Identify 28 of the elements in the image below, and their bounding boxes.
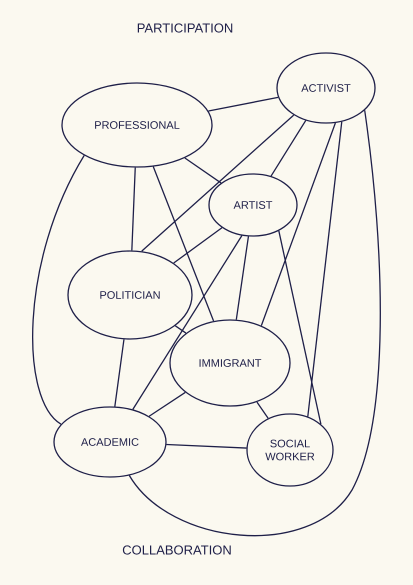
ellipse-node: ACTIVIST (276, 52, 376, 124)
ellipse-node: SOCIAL WORKER (246, 413, 334, 487)
connector-line (236, 236, 250, 320)
connector-line (32, 155, 85, 425)
connector-line (260, 122, 336, 326)
connector-line (152, 166, 214, 322)
connector-line (173, 227, 222, 264)
ellipse-node: ACADEMIC (53, 406, 167, 478)
connector-line (174, 325, 186, 334)
connector-line (208, 96, 278, 112)
connector-line (166, 444, 246, 449)
connector-line (141, 114, 294, 252)
ellipse-node: ARTIST (208, 173, 298, 237)
connector-line (184, 157, 222, 184)
connector-line (131, 168, 136, 250)
connector-line (278, 230, 322, 424)
ellipse-node: POLITICIAN (67, 250, 193, 340)
connector-line (148, 392, 186, 417)
connector-line (132, 235, 242, 410)
heading: PARTICIPATION (138, 23, 232, 33)
connector-line (307, 122, 342, 417)
caption: COLLABORATION (122, 545, 231, 555)
connector-line (114, 339, 125, 407)
connector-line (256, 402, 269, 419)
connector-line (128, 110, 381, 536)
connector-line (270, 120, 306, 176)
ellipse-node: PROFESSIONAL (61, 82, 213, 168)
ellipse-node: IMMIGRANT (169, 319, 291, 407)
